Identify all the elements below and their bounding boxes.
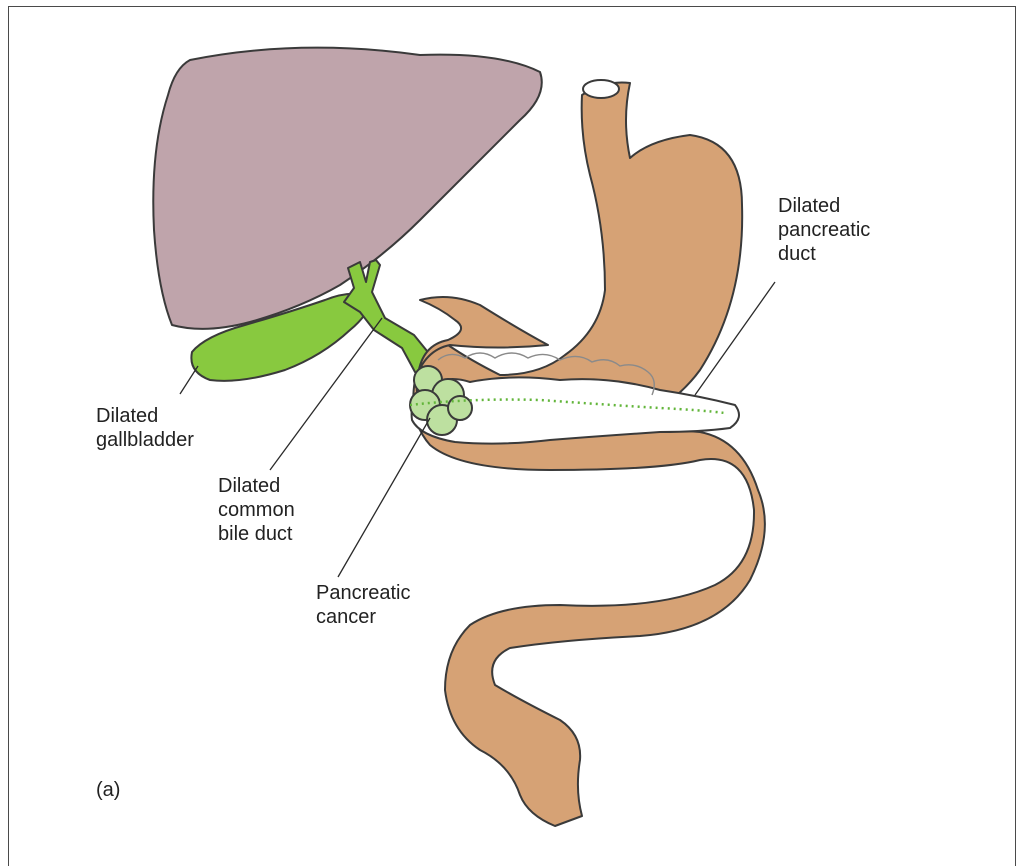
liver-shape xyxy=(153,48,542,329)
label-common-bile-duct: Dilated common bile duct xyxy=(218,474,295,546)
label-pancreatic-cancer: Pancreatic cancer xyxy=(316,581,411,629)
leader-gallbladder xyxy=(180,366,198,394)
oesophagus-opening xyxy=(583,80,619,98)
label-gallbladder: Dilated gallbladder xyxy=(96,404,194,452)
panel-label: (a) xyxy=(96,778,120,802)
leader-pancreatic-cancer xyxy=(338,418,430,577)
label-pancreatic-duct: Dilated pancreatic duct xyxy=(778,194,870,266)
